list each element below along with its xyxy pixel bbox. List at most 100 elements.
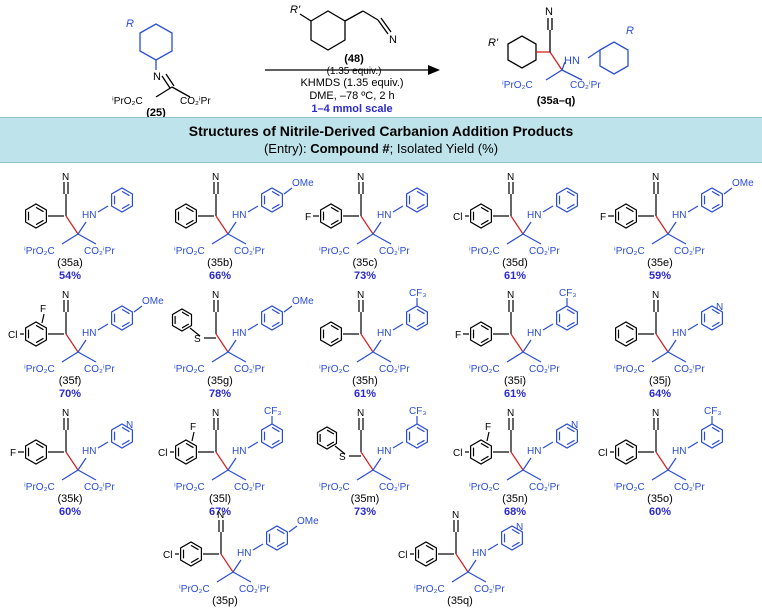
amine-ring: [110, 423, 134, 449]
chloro-label: Cl: [598, 448, 607, 459]
chloro-label: Cl: [453, 212, 462, 223]
amine-HN: HN: [377, 446, 391, 457]
scale-note: 1–4 mmol scale: [311, 103, 392, 115]
pyridine-N: N: [126, 420, 133, 431]
nitrile-N: N: [357, 290, 364, 301]
aryl-ring: [320, 203, 343, 229]
banner-sub-prefix: (Entry):: [263, 141, 311, 156]
aryl-ring: [175, 203, 198, 229]
sm-id: (25): [146, 107, 166, 119]
amine-ring: [555, 423, 579, 449]
ester-left: ⁱPrO₂C: [24, 364, 55, 375]
nitrile-N: N: [62, 172, 69, 183]
amine-ring: [555, 305, 579, 331]
ester-left: ⁱPrO₂C: [174, 364, 205, 375]
aryl-ring: [25, 321, 48, 347]
chloro-label: Cl: [398, 550, 407, 561]
compound-label: (35q): [447, 595, 473, 607]
compound-yield: 60%: [649, 506, 671, 518]
methoxy-label: OMe: [142, 296, 164, 307]
ester-left: ⁱPrO₂C: [614, 364, 645, 375]
compound-label: (35h): [352, 375, 378, 387]
cf3-label: CF₃: [704, 406, 721, 417]
fluoro-label: F: [600, 212, 606, 223]
ester-right: CO₂ⁱPr: [379, 364, 410, 375]
ester-right: CO₂ⁱPr: [234, 246, 265, 257]
reagent-nitrile-N: N: [389, 34, 397, 46]
aryl-ring: [470, 439, 493, 465]
nitrile-N: N: [357, 172, 364, 183]
chloro-label: Cl: [453, 448, 462, 459]
ester-left: ⁱPrO₂C: [24, 482, 55, 493]
nitrile-N: N: [507, 290, 514, 301]
compound-label: (35b): [207, 257, 233, 269]
amine-ring: [260, 187, 284, 213]
methoxy-label: OMe: [292, 296, 314, 307]
amine-ring: [700, 305, 724, 331]
compound-yield: 67%: [209, 506, 231, 518]
aryl-ring: [320, 321, 343, 347]
amine-HN: HN: [672, 328, 686, 339]
nitrile-N: N: [212, 290, 219, 301]
compound-yield: 70%: [59, 388, 81, 400]
aryl-ring: [470, 321, 493, 347]
ester-right: CO₂ⁱPr: [379, 482, 410, 493]
ester-left: ⁱPrO₂C: [319, 364, 350, 375]
prod-ester-right: CO₂ⁱPr: [570, 80, 601, 91]
sulfur-label: S: [339, 452, 346, 463]
nitrile-N: N: [212, 172, 219, 183]
compound-yield: 66%: [209, 270, 231, 282]
compound-label: (35n): [502, 493, 528, 505]
ester-left: ⁱPrO₂C: [319, 246, 350, 257]
amine-HN: HN: [232, 446, 246, 457]
amine-HN: HN: [82, 328, 96, 339]
compound-label: (35p): [212, 595, 238, 607]
fluoro-label: F: [40, 304, 46, 315]
nitrile-reagent-48: [299, 10, 392, 51]
amine-ring: [700, 187, 724, 213]
banner-sub-bold: Compound #: [310, 141, 390, 156]
banner-title: Structures of Nitrile-Derived Carbanion …: [188, 123, 574, 139]
nitrile-N: N: [652, 172, 659, 183]
ester-right: CO₂ⁱPr: [529, 364, 560, 375]
aryl-ring: [615, 203, 638, 229]
compound-yield: 73%: [354, 506, 376, 518]
amine-ring: [110, 305, 134, 331]
aryl-ring: [180, 541, 203, 567]
nitrile-N: N: [357, 408, 364, 419]
fluoro-label: F: [455, 330, 461, 341]
amine-HN: HN: [672, 446, 686, 457]
compound-label: (35f): [59, 375, 82, 387]
aryl-ring: [175, 439, 198, 465]
nitrile-N: N: [212, 408, 219, 419]
cf3-label: CF₃: [559, 288, 576, 299]
amine-HN: HN: [377, 210, 391, 221]
compound-yield: 68%: [504, 506, 526, 518]
amine-HN: HN: [232, 210, 246, 221]
amine-HN: HN: [377, 328, 391, 339]
ester-right: CO₂ⁱPr: [379, 246, 410, 257]
cf3-label: CF₃: [264, 406, 281, 417]
amine-ring: [500, 525, 524, 551]
aryl-ring: [415, 541, 438, 567]
compound-yield: 64%: [649, 388, 671, 400]
aryl-ring: [470, 203, 493, 229]
compound-label: (35i): [504, 375, 526, 387]
reagent-R-prime: R': [290, 4, 301, 16]
amine-ring: [260, 423, 284, 449]
ester-left: ⁱPrO₂C: [319, 482, 350, 493]
ester-right: CO₂ⁱPr: [234, 364, 265, 375]
amine-ring: [110, 187, 134, 213]
prod-Rp: R': [488, 37, 499, 49]
prod-id: (35a–q): [537, 95, 576, 107]
ester-left: ⁱPrO₂C: [174, 482, 205, 493]
